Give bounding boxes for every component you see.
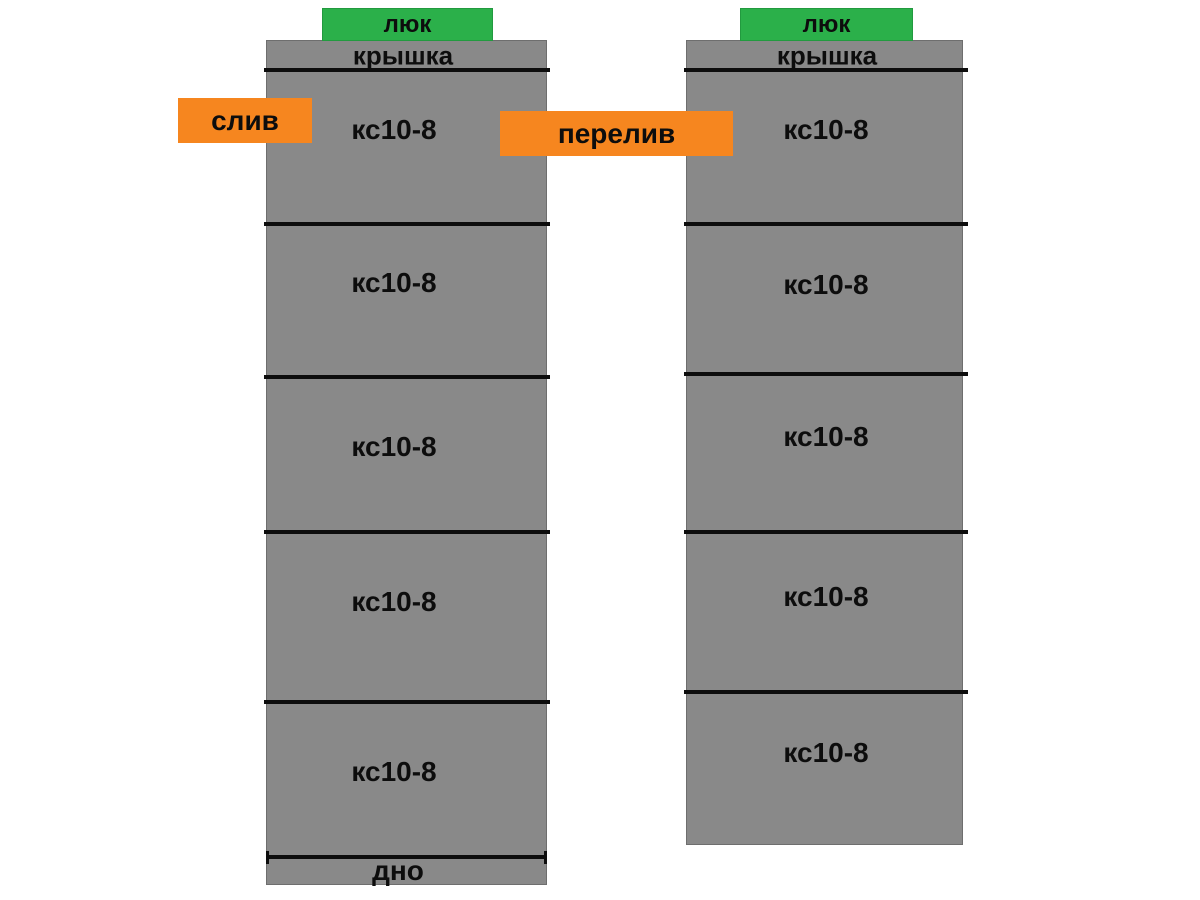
right-joint-line-1 bbox=[684, 222, 968, 226]
right-cover-label: крышка bbox=[776, 40, 878, 71]
left-hatch-label: люк bbox=[383, 10, 432, 38]
left-ring-label-4: кс10-8 bbox=[351, 586, 437, 617]
right-joint-line-3 bbox=[684, 530, 968, 534]
overflow-pipe-block: перелив bbox=[500, 111, 733, 156]
left-bottom-label: дно bbox=[372, 855, 424, 886]
left-joint-line-4 bbox=[264, 700, 550, 704]
right-hatch-label: люк bbox=[802, 10, 851, 38]
left-joint-line-1 bbox=[264, 222, 550, 226]
left-cover-joint-line bbox=[264, 68, 550, 72]
left-ring-label-2: кс10-8 bbox=[351, 267, 437, 298]
right-ring-label-5: кс10-8 bbox=[783, 737, 869, 768]
overflow-pipe-label: перелив bbox=[557, 117, 676, 149]
left-ring-label-1: кс10-8 bbox=[351, 114, 437, 145]
right-ring-label-2: кс10-8 bbox=[783, 269, 869, 300]
right-ring-label-3: кс10-8 bbox=[783, 421, 869, 452]
right-tank-column bbox=[686, 40, 963, 845]
right-hatch-block: люк bbox=[740, 8, 913, 41]
left-joint-line-3 bbox=[264, 530, 550, 534]
right-joint-line-2 bbox=[684, 372, 968, 376]
left-bottom-line-tick-right bbox=[544, 851, 547, 864]
left-joint-line-2 bbox=[264, 375, 550, 379]
drain-pipe-label: слив bbox=[211, 104, 279, 136]
left-tank-column bbox=[266, 40, 547, 885]
right-ring-label-4: кс10-8 bbox=[783, 581, 869, 612]
right-cover-joint-line bbox=[684, 68, 968, 72]
left-hatch-block: люк bbox=[322, 8, 493, 41]
left-ring-label-3: кс10-8 bbox=[351, 431, 437, 462]
drain-pipe-block: слив bbox=[178, 98, 312, 143]
left-cover-label: крышка bbox=[352, 40, 454, 71]
left-ring-label-5: кс10-8 bbox=[351, 756, 437, 787]
left-bottom-line-tick-left bbox=[266, 851, 269, 864]
right-joint-line-4 bbox=[684, 690, 968, 694]
left-bottom-joint-line bbox=[266, 855, 547, 859]
right-ring-label-1: кс10-8 bbox=[783, 114, 869, 145]
